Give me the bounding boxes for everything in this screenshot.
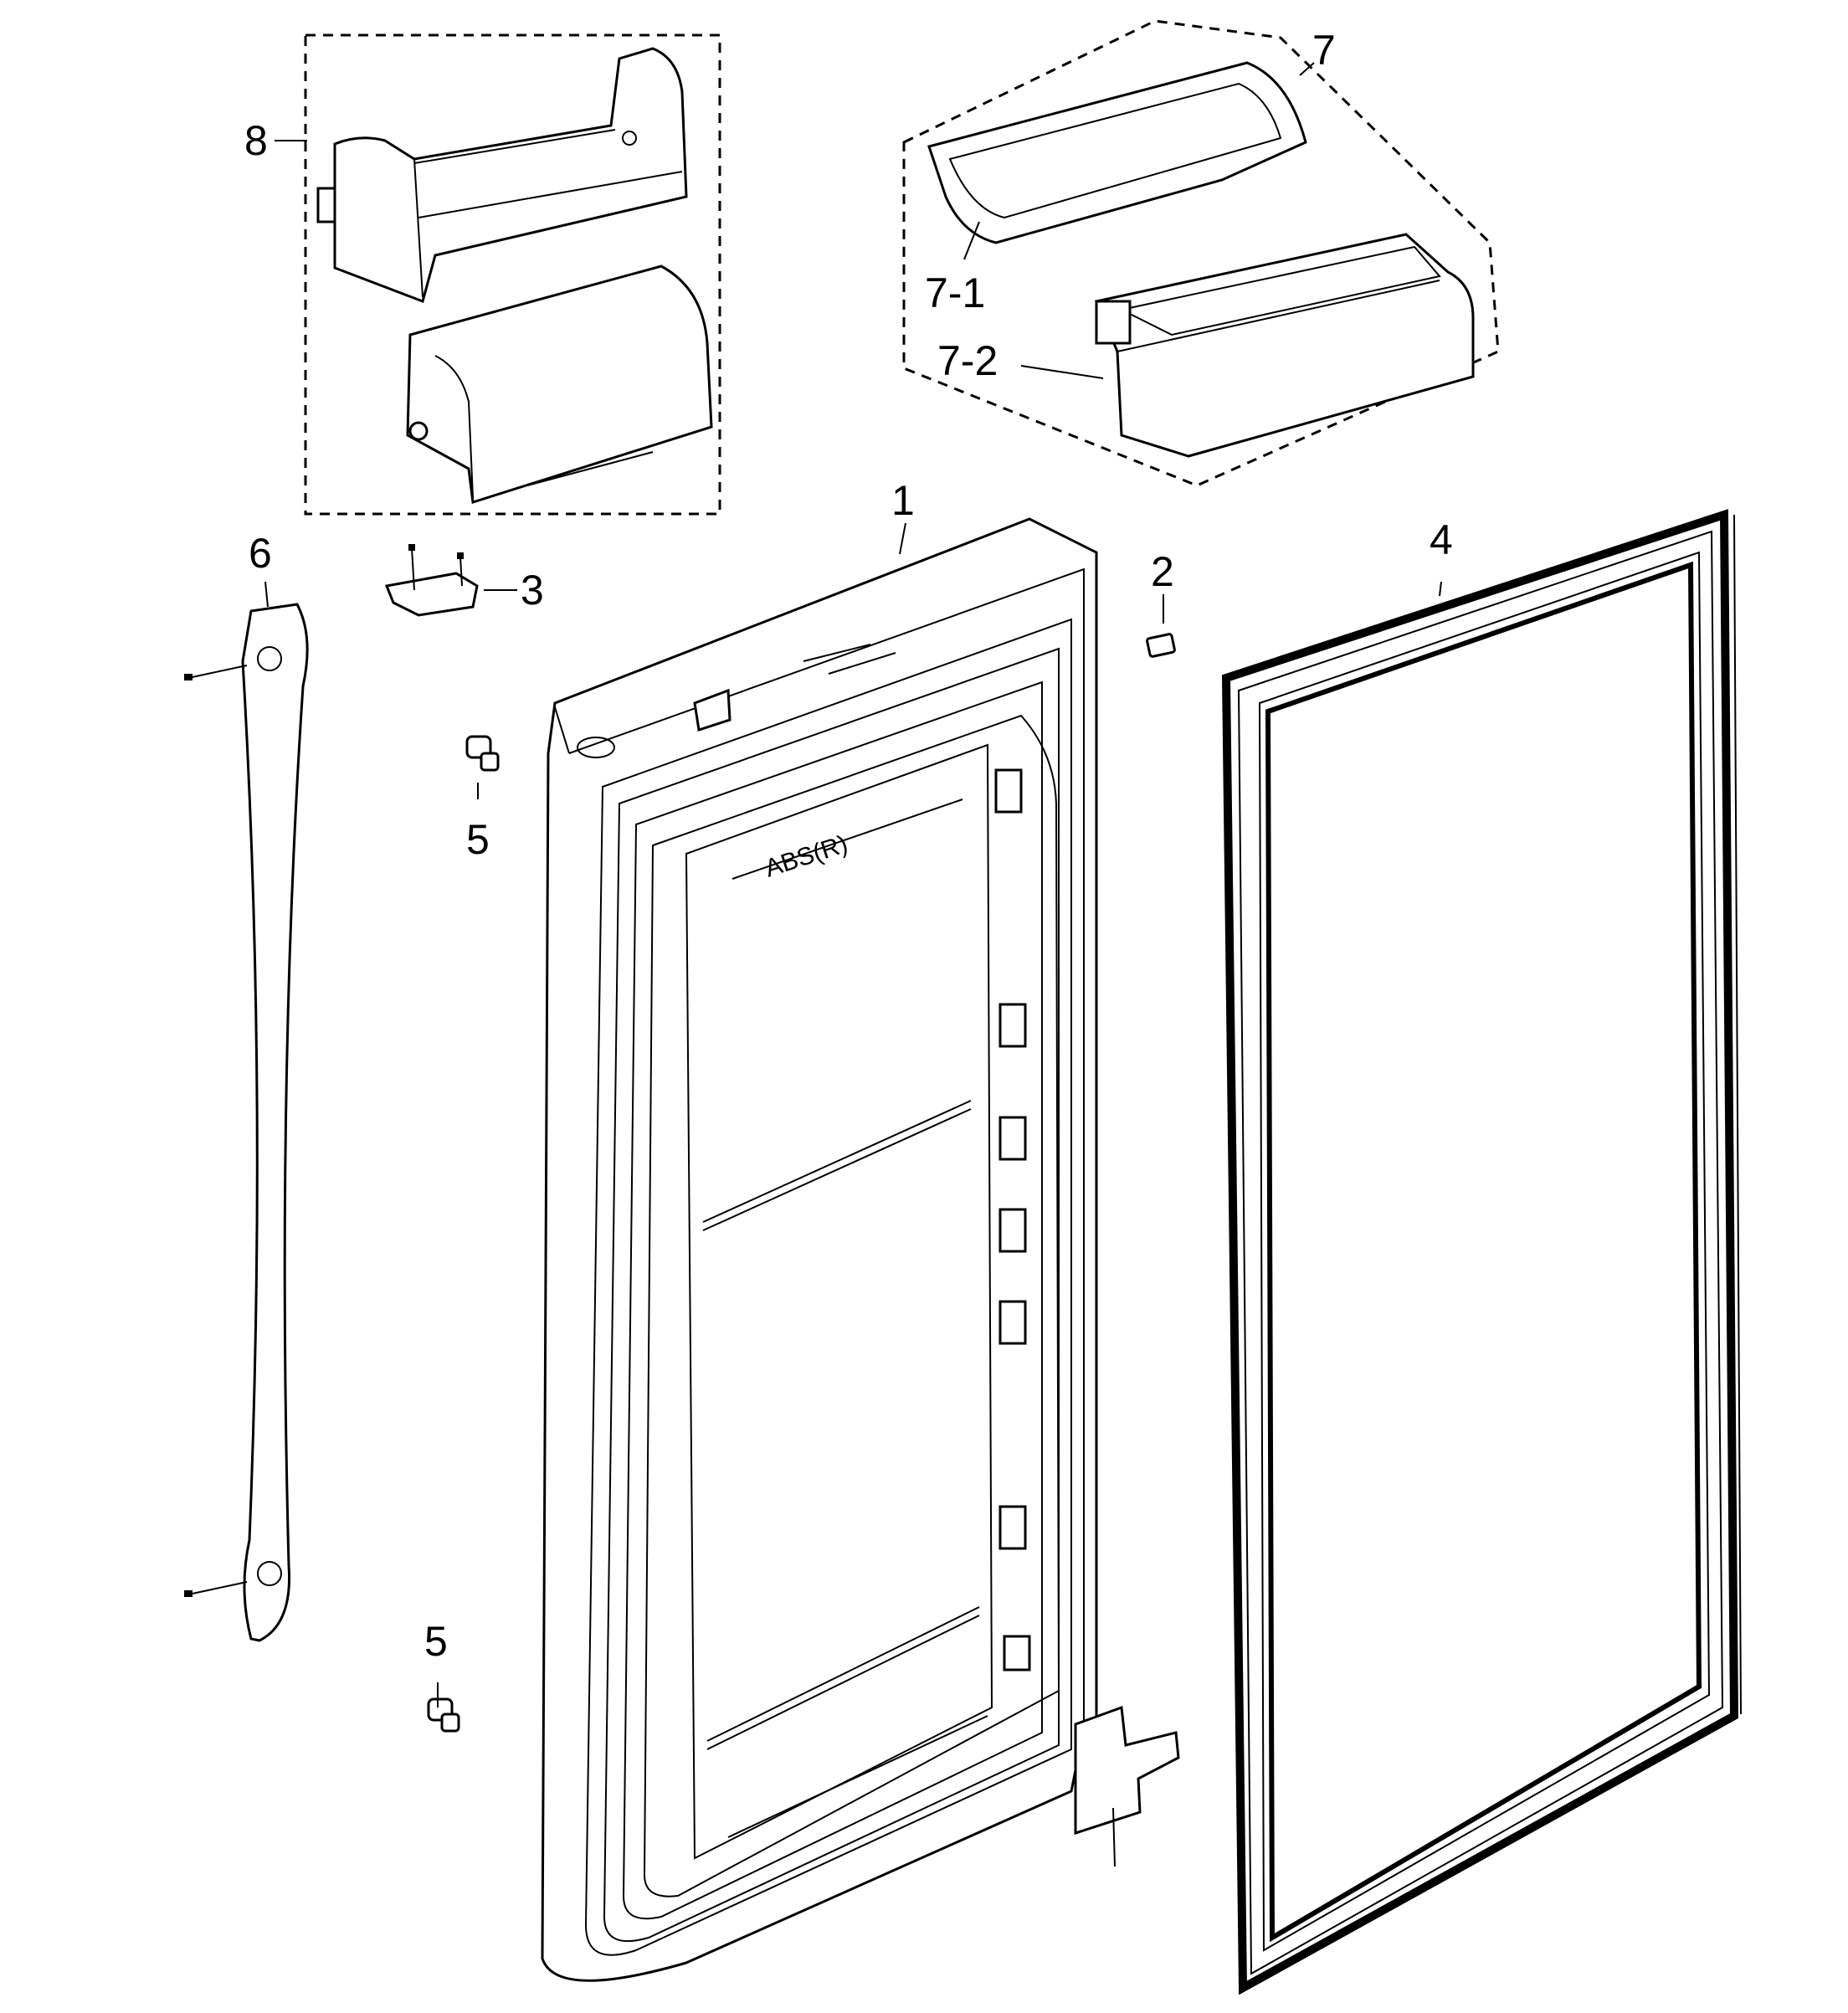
part-6-handle — [184, 603, 309, 1642]
callout-5-upper: 5 — [466, 816, 490, 863]
callout-2: 2 — [1151, 548, 1174, 595]
part-6-handle-body — [241, 603, 309, 1642]
callout-7: 7 — [1312, 27, 1336, 74]
part-1-hinge-block — [1074, 1705, 1180, 1836]
part-5-lower-pin — [427, 1697, 460, 1733]
part-7-2-bin — [1094, 233, 1475, 458]
callout-6: 6 — [249, 530, 272, 577]
callout-3: 3 — [521, 567, 544, 614]
part-2-cap — [1146, 633, 1176, 658]
part-7-1-tray — [927, 61, 1307, 244]
callout-7-1: 7-1 — [925, 270, 985, 316]
part-8-bin-cover — [406, 264, 713, 504]
callout-5-lower: 5 — [424, 1618, 448, 1665]
part-7-group-outline — [902, 19, 1500, 487]
part-5-upper-pin — [465, 735, 500, 772]
callout-7-2: 7-2 — [937, 337, 998, 384]
callout-1: 1 — [891, 477, 915, 524]
leader-lines — [264, 62, 1442, 1707]
part-4-door-gasket — [1221, 509, 1742, 1995]
part-8-bin-assembly — [304, 33, 721, 516]
callout-8: 8 — [244, 117, 268, 164]
part-1-shelf-clips — [994, 768, 1031, 1672]
part-1-door-liner: ABS(R) — [541, 517, 1180, 1982]
callout-labels: 1 2 3 4 5 5 6 7 7-1 7-2 8 — [244, 27, 1453, 1665]
part-8-group-outline — [304, 33, 721, 516]
part-7-shelf-assembly — [902, 19, 1500, 487]
part-3-bracket — [384, 544, 479, 617]
callout-4: 4 — [1430, 516, 1453, 563]
part-8-upper-bin — [333, 47, 688, 303]
